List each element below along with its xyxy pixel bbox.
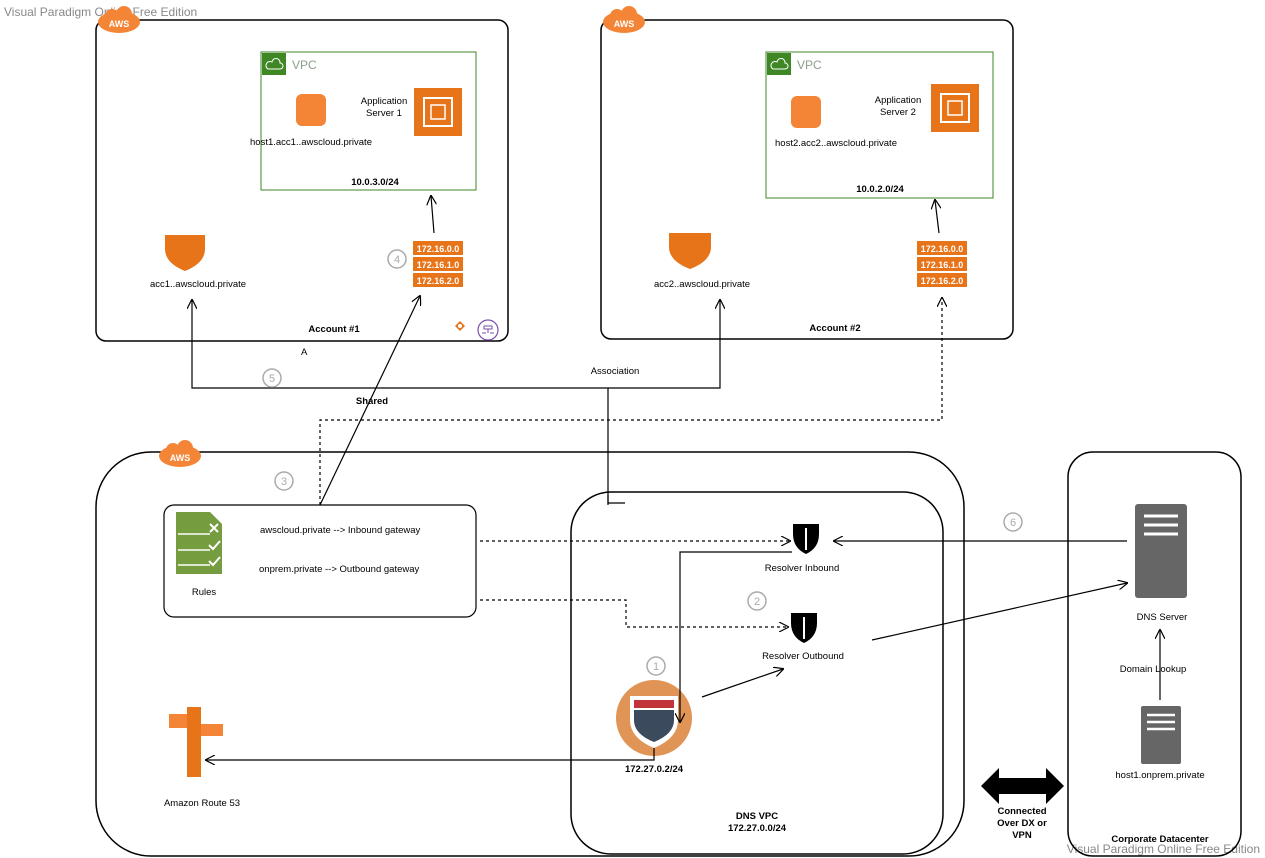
connection-line1: Connected — [997, 806, 1046, 817]
account2-cidr: 10.0.2.0/24 — [856, 184, 904, 195]
ec2-chip-icon — [414, 88, 462, 136]
vpc-label: VPC — [292, 58, 317, 72]
rule-1: awscloud.private --> Inbound gateway — [260, 525, 421, 536]
vpc-label: VPC — [797, 58, 822, 72]
subnet-label: 172.16.1.0 — [921, 260, 964, 270]
hosted-zone-shield-icon — [165, 235, 205, 271]
subnet-label: 172.16.0.0 — [921, 244, 964, 254]
subnet-label: 172.16.0.0 — [417, 244, 460, 254]
step-3-label: 3 — [281, 476, 287, 488]
step-3-badge — [274, 471, 294, 491]
dns-vpc-cidr: 172.27.0.0/24 — [728, 823, 787, 834]
account1-subnets: 172.16.0.0 172.16.1.0 172.16.2.0 — [413, 241, 463, 287]
svg-text:AWS: AWS — [614, 19, 635, 29]
account2-subnets: 172.16.0.0 172.16.1.0 172.16.2.0 — [917, 241, 967, 287]
step-2-badge — [747, 591, 767, 611]
subnet-label: 172.16.2.0 — [417, 276, 460, 286]
account1-vpc — [260, 51, 477, 191]
network-icon[interactable] — [477, 319, 499, 341]
svg-text:AWS: AWS — [109, 19, 130, 29]
rules-icon — [176, 512, 222, 574]
account1-container — [95, 19, 509, 342]
resolver-ip: 172.27.0.2/24 — [625, 764, 684, 775]
dns-vpc-title: DNS VPC — [736, 811, 778, 822]
connection-line3: VPN — [1012, 830, 1032, 841]
account1-server-line1: Application — [361, 96, 407, 107]
instance-icon — [296, 94, 326, 126]
ec2-chip-icon — [931, 84, 979, 132]
dns-account-container — [95, 451, 965, 857]
shared-label: Shared — [356, 396, 388, 407]
instance-icon — [791, 96, 821, 128]
aws-badge-account2: AWS — [603, 6, 645, 33]
dns-server-label: DNS Server — [1137, 612, 1188, 623]
connection-double-arrow — [981, 768, 1064, 804]
resolver-inbound-label: Resolver Inbound — [765, 563, 839, 574]
aws-badge-account1: AWS — [98, 6, 140, 33]
amazon-route53-icon — [169, 707, 223, 777]
step-5-label: 5 — [269, 373, 275, 385]
resolver-outbound-label: Resolver Outbound — [762, 651, 844, 662]
rules-label: Rules — [192, 587, 217, 598]
watermark-top: Visual Paradigm Online Free Edition — [4, 5, 197, 19]
account2-zone: acc2..awscloud.private — [654, 279, 750, 290]
step-6-label: 6 — [1010, 517, 1016, 529]
onprem-host-label: host1.onprem.private — [1115, 770, 1204, 781]
step-5-badge — [262, 368, 282, 388]
account2-container — [600, 19, 1014, 340]
connection-line2: Over DX or — [997, 818, 1047, 829]
subnet-label: 172.16.2.0 — [921, 276, 964, 286]
step-4-label: 4 — [394, 254, 400, 266]
account2-server-line1: Application — [875, 95, 921, 106]
onprem-host-icon — [1141, 706, 1181, 764]
account1-server-line2: Server 1 — [366, 108, 402, 119]
account2-title: Account #2 — [809, 323, 860, 334]
account2-host: host2.acc2..awscloud.private — [775, 138, 897, 149]
rule-2: onprem.private --> Outbound gateway — [259, 564, 420, 575]
aws-badge-dns-account: AWS — [159, 440, 201, 467]
datacenter-title: Corporate Datacenter — [1111, 834, 1208, 845]
route53-resolver-icon — [616, 680, 692, 756]
datacenter-container — [1067, 451, 1242, 857]
account1-zone: acc1..awscloud.private — [150, 279, 246, 290]
step-4-badge — [387, 249, 407, 269]
route53-label: Amazon Route 53 — [164, 798, 240, 809]
step-1-label: 1 — [653, 661, 659, 673]
account1-host: host1.acc1..awscloud.private — [250, 137, 372, 148]
hosted-zone-shield-icon — [669, 233, 711, 269]
account1-cidr: 10.0.3.0/24 — [351, 177, 399, 188]
account2-vpc — [765, 51, 994, 199]
account2-server-line2: Server 2 — [880, 107, 916, 118]
dns-vpc-container — [570, 491, 944, 855]
association-label: Association — [591, 366, 640, 377]
watermark-bottom: Visual Paradigm Online Free Edition — [1067, 842, 1260, 856]
dns-server-icon — [1135, 504, 1187, 598]
domain-lookup-label: Domain Lookup — [1120, 664, 1187, 675]
step-1-badge — [646, 656, 666, 676]
subnet-label: 172.16.1.0 — [417, 260, 460, 270]
account1-title: Account #1 — [308, 324, 360, 335]
move-icon[interactable] — [455, 321, 465, 331]
svg-text:AWS: AWS — [170, 453, 191, 463]
connectors — [192, 196, 1160, 760]
step-2-label: 2 — [754, 596, 760, 608]
step-6-badge — [1003, 512, 1023, 532]
letter-a: A — [301, 347, 308, 358]
